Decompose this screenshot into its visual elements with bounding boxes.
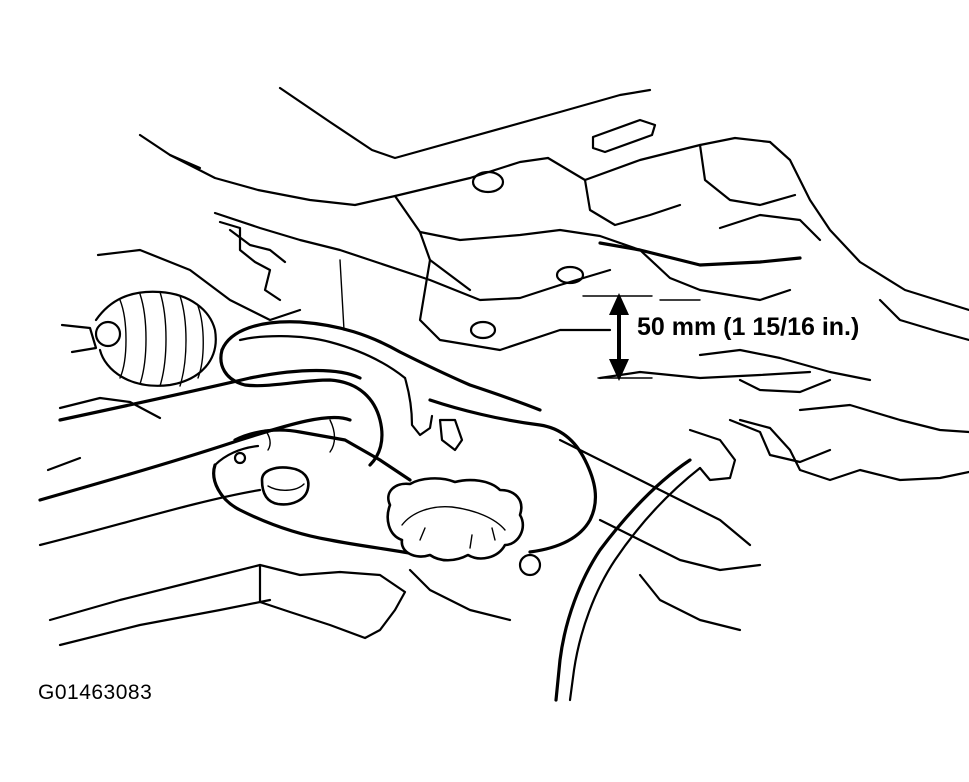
dimension-arrow (582, 293, 653, 381)
measurement-label: 50 mm (1 15/16 in.) (637, 313, 860, 341)
castle-nut (386, 477, 542, 577)
lower-arm (258, 418, 832, 702)
stabilizer-bracket (212, 320, 597, 557)
rack-boot (46, 248, 302, 472)
figure-id: G01463083 (38, 681, 153, 704)
stabilizer-bar (38, 368, 362, 647)
body-panel (138, 86, 969, 482)
bolt-head (260, 466, 310, 506)
